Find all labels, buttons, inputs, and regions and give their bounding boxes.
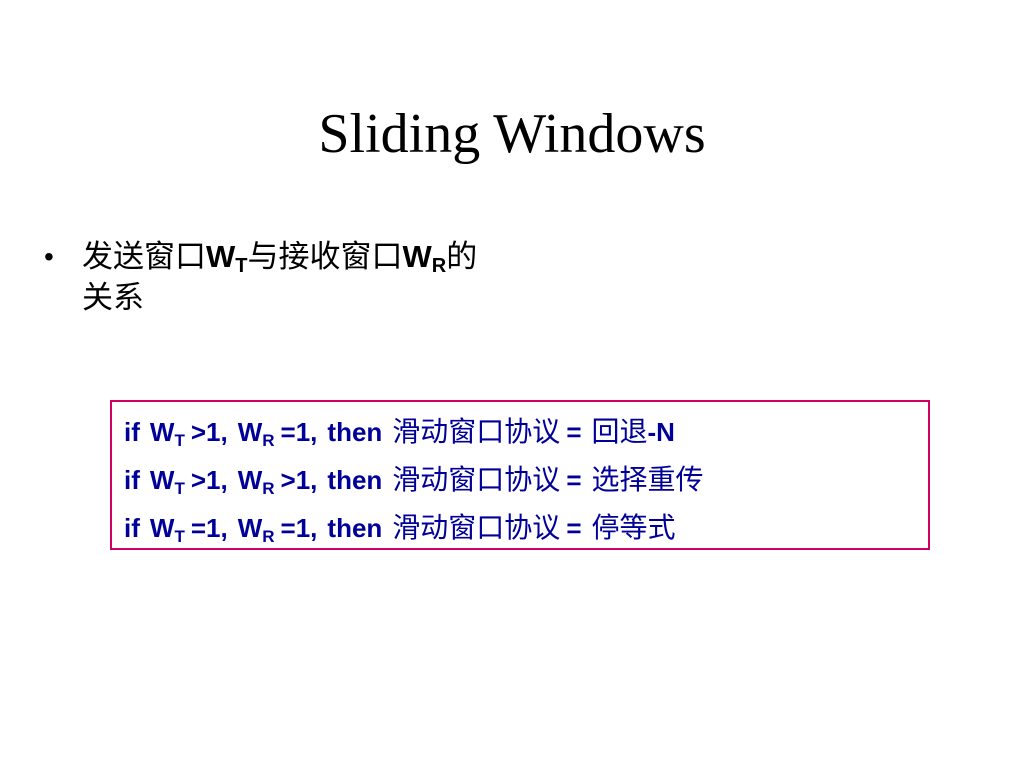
bullet-wt-subscript: T xyxy=(235,255,248,277)
wr-comparison: =1, xyxy=(280,513,318,543)
bullet-text-part3: 的 xyxy=(446,239,478,275)
bullet-wr-symbol: W xyxy=(402,239,432,274)
wr-comparison: =1, xyxy=(280,417,318,447)
wr-comparison: >1, xyxy=(280,465,318,495)
wt-comparison: =1, xyxy=(190,513,228,543)
wr-symbol: W xyxy=(237,417,263,447)
wr-symbol: W xyxy=(237,465,263,495)
bullet-marker: • xyxy=(44,241,54,272)
wr-subscript: R xyxy=(262,431,275,450)
equals-sign: = xyxy=(566,513,582,543)
then-keyword: then xyxy=(327,513,383,543)
bullet-text-part2: 与接收窗口 xyxy=(247,239,403,275)
wt-symbol: W xyxy=(149,417,175,447)
wt-subscript: T xyxy=(174,527,185,546)
wr-symbol: W xyxy=(237,513,263,543)
wt-subscript: T xyxy=(174,479,185,498)
bullet-wt-symbol: W xyxy=(206,239,236,274)
bullet-text: 发送窗口WT与接收窗口WR的关系 xyxy=(82,236,664,319)
bullet-text-line2: 关系 xyxy=(82,280,144,316)
result-text: 选择重传 xyxy=(591,463,704,496)
protocol-label: 滑动窗口协议 xyxy=(392,415,561,448)
if-keyword: if xyxy=(124,513,140,543)
protocol-label: 滑动窗口协议 xyxy=(392,463,561,496)
equals-sign: = xyxy=(566,465,582,495)
bullet-text-part1: 发送窗口 xyxy=(82,239,206,275)
slide-title: Sliding Windows xyxy=(318,103,706,165)
if-keyword: if xyxy=(124,465,140,495)
result-text: 回退 xyxy=(591,415,648,448)
wt-comparison: >1, xyxy=(190,465,228,495)
wt-symbol: W xyxy=(149,513,175,543)
equals-sign: = xyxy=(566,417,582,447)
wt-subscript: T xyxy=(174,431,185,450)
wt-symbol: W xyxy=(149,465,175,495)
result-text: 停等式 xyxy=(591,511,676,544)
wr-subscript: R xyxy=(262,527,275,546)
then-keyword: then xyxy=(327,465,383,495)
then-keyword: then xyxy=(327,417,383,447)
if-keyword: if xyxy=(124,417,140,447)
result-suffix: -N xyxy=(647,417,675,447)
wr-subscript: R xyxy=(262,479,275,498)
protocol-label: 滑动窗口协议 xyxy=(392,511,561,544)
wt-comparison: >1, xyxy=(190,417,228,447)
bullet-item: • 发送窗口WT与接收窗口WR的关系 xyxy=(44,236,664,319)
bullet-wr-subscript: R xyxy=(431,255,447,277)
